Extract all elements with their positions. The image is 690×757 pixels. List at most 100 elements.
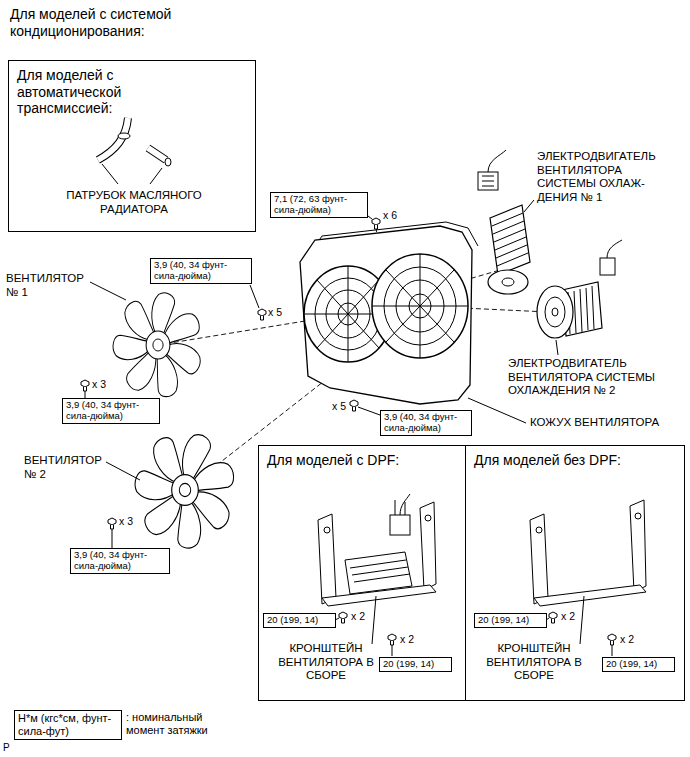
fan-motor-2: [537, 286, 573, 338]
fan-motor-1: [488, 270, 528, 294]
bolt: [108, 518, 116, 529]
bolt: [81, 380, 89, 391]
fan-motor-2: [556, 340, 558, 355]
part-name: ВЕНТИЛЯТОР № 1: [6, 272, 94, 299]
diagram-title: Для моделей с системой кондиционирования…: [10, 6, 225, 39]
torque-value: 3,9 (40, 34 фунт-сила-дюйма): [74, 550, 166, 572]
fan-motor-2: [537, 240, 622, 355]
fan-bracket-no-dpf: [534, 585, 646, 606]
torque-leader: [85, 216, 380, 548]
bolt: [339, 612, 347, 623]
fan-motor-2: [600, 258, 615, 275]
quantity-mark: x 2: [351, 610, 365, 622]
fan-1: [113, 291, 204, 399]
panel-heading: Для моделей с DPF:: [267, 452, 457, 469]
oil-cooler-hose: [98, 118, 171, 184]
fan-motor-1: [488, 150, 506, 172]
torque-legend-box: Н*м (кгс*см, фунт-сила-фут): [14, 710, 122, 740]
torque-leader: [358, 407, 380, 415]
torque-spec-box: 7,1 (72, 63 фунт-сила-дюйма): [270, 192, 368, 218]
oil-cooler-hose: [118, 133, 130, 139]
torque-leader: [250, 285, 259, 308]
variant-panel: Для моделей с DPF: КРОНШТЕЙН ВЕНТИЛЯТОРА …: [258, 445, 466, 701]
fan-bracket-no-dpf: [536, 527, 542, 533]
variant-inset-box: Для моделей с автоматической трансмиссие…: [8, 60, 256, 232]
part-name: ЭЛЕКТРОДВИГАТЕЛЬ ВЕНТИЛЯТОРА СИСТЕМЫ ОХЛ…: [537, 150, 669, 204]
oil-cooler-hose: [148, 148, 166, 160]
bolt: [608, 634, 616, 645]
panel-heading: Для моделей без DPF:: [474, 452, 674, 469]
torque-spec-box: 3,9 (40, 34 фунт-сила-дюйма): [62, 398, 160, 424]
legend-key: Н*м (кгс*см, фунт-сила-фут): [18, 712, 118, 738]
torque-value: 3,9 (40, 34 фунт-сила-дюйма): [154, 260, 248, 282]
fan-2: [172, 475, 199, 506]
torque-value: 20 (199, 14): [478, 615, 543, 626]
fan-1: [146, 331, 170, 359]
torque-value: 20 (199, 14): [383, 659, 448, 670]
bolt: [258, 309, 266, 320]
fan-motor-1: [492, 213, 528, 266]
part-name: КРОНШТЕЙН ВЕНТИЛЯТОРА В СБОРЕ: [484, 642, 584, 683]
fan-shroud: [372, 254, 468, 358]
fan-motor-1: [490, 205, 530, 275]
fan-motor-2: [552, 308, 558, 316]
part-name: ВЕНТИЛЯТОР № 2: [24, 454, 112, 481]
torque-value: 3,9 (40, 34 фунт-сила-дюйма): [66, 400, 156, 422]
part-name: КОЖУХ ВЕНТИЛЯТОРА: [530, 416, 659, 430]
fan-bracket-no-dpf: [635, 513, 641, 519]
quantity-mark: x 5: [268, 306, 282, 318]
torque-value: 20 (199, 14): [267, 615, 332, 626]
oil-cooler-hose: [102, 164, 118, 184]
fan-motor-1: [482, 176, 494, 186]
torque-value: 7,1 (72, 63 фунт-сила-дюйма): [274, 194, 364, 216]
fan-motor-1: [524, 200, 534, 212]
quantity-mark: x 2: [620, 633, 634, 645]
fan-2: [179, 483, 190, 496]
bolt: [388, 634, 396, 645]
leader-line: [468, 398, 526, 423]
torque-value: 20 (199, 14): [606, 659, 671, 670]
fan-1: [153, 339, 163, 351]
figure-code: P: [3, 742, 10, 754]
bolt: [81, 218, 616, 645]
bolt: [350, 400, 358, 411]
legend-note: : номинальный момент затяжки: [126, 711, 238, 737]
fan-2: [134, 430, 237, 549]
fan-bracket-no-dpf: [530, 500, 646, 656]
fan-bracket-dpf: [324, 527, 330, 533]
fan-bracket-dpf: [318, 514, 336, 604]
torque-leader: [368, 216, 372, 219]
oil-cooler-hose: [148, 148, 166, 160]
part-name: ПАТРУБОК МАСЛЯНОГО РАДИАТОРА: [59, 189, 209, 216]
fan-bracket-no-dpf: [580, 596, 584, 644]
fan-bracket-dpf: [345, 552, 412, 594]
fan-motor-2: [607, 240, 622, 258]
fan-motor-1: [478, 172, 498, 190]
fan-bracket-dpf: [420, 502, 436, 590]
torque-value: 3,9 (40, 34 фунт-сила-дюйма): [384, 412, 468, 434]
fan-bracket-dpf: [425, 515, 431, 521]
inset-heading: Для моделей с автоматической трансмиссие…: [17, 67, 182, 117]
bolt: [549, 612, 557, 623]
quantity-mark: x 2: [400, 633, 414, 645]
leader-line: [106, 462, 140, 480]
part-name: КРОНШТЕЙН ВЕНТИЛЯТОРА В СБОРЕ: [276, 642, 376, 683]
fan-motor-1: [478, 150, 534, 294]
torque-spec-box: 20 (199, 14): [379, 657, 452, 672]
torque-spec-box: 20 (199, 14): [474, 613, 547, 628]
torque-spec-box: 20 (199, 14): [602, 657, 675, 672]
torque-spec-box: 20 (199, 14): [263, 613, 336, 628]
fan-bracket-no-dpf: [630, 500, 646, 592]
fan-motor-1: [502, 278, 514, 286]
fan-motor-2: [545, 297, 565, 327]
torque-spec-box: 3,9 (40, 34 фунт-сила-дюйма): [150, 258, 252, 284]
fan-shroud: [300, 226, 472, 404]
leader-line: [90, 282, 126, 300]
quantity-mark: x 5: [332, 400, 346, 412]
variant-panel: Для моделей без DPF: КРОНШТЕЙН ВЕНТИЛЯТОР…: [465, 445, 685, 701]
fan-bracket-dpf: [350, 560, 410, 582]
fan-bracket-dpf: [395, 494, 410, 515]
fan-shroud: [300, 222, 478, 404]
fan-bracket-dpf: [318, 494, 436, 656]
